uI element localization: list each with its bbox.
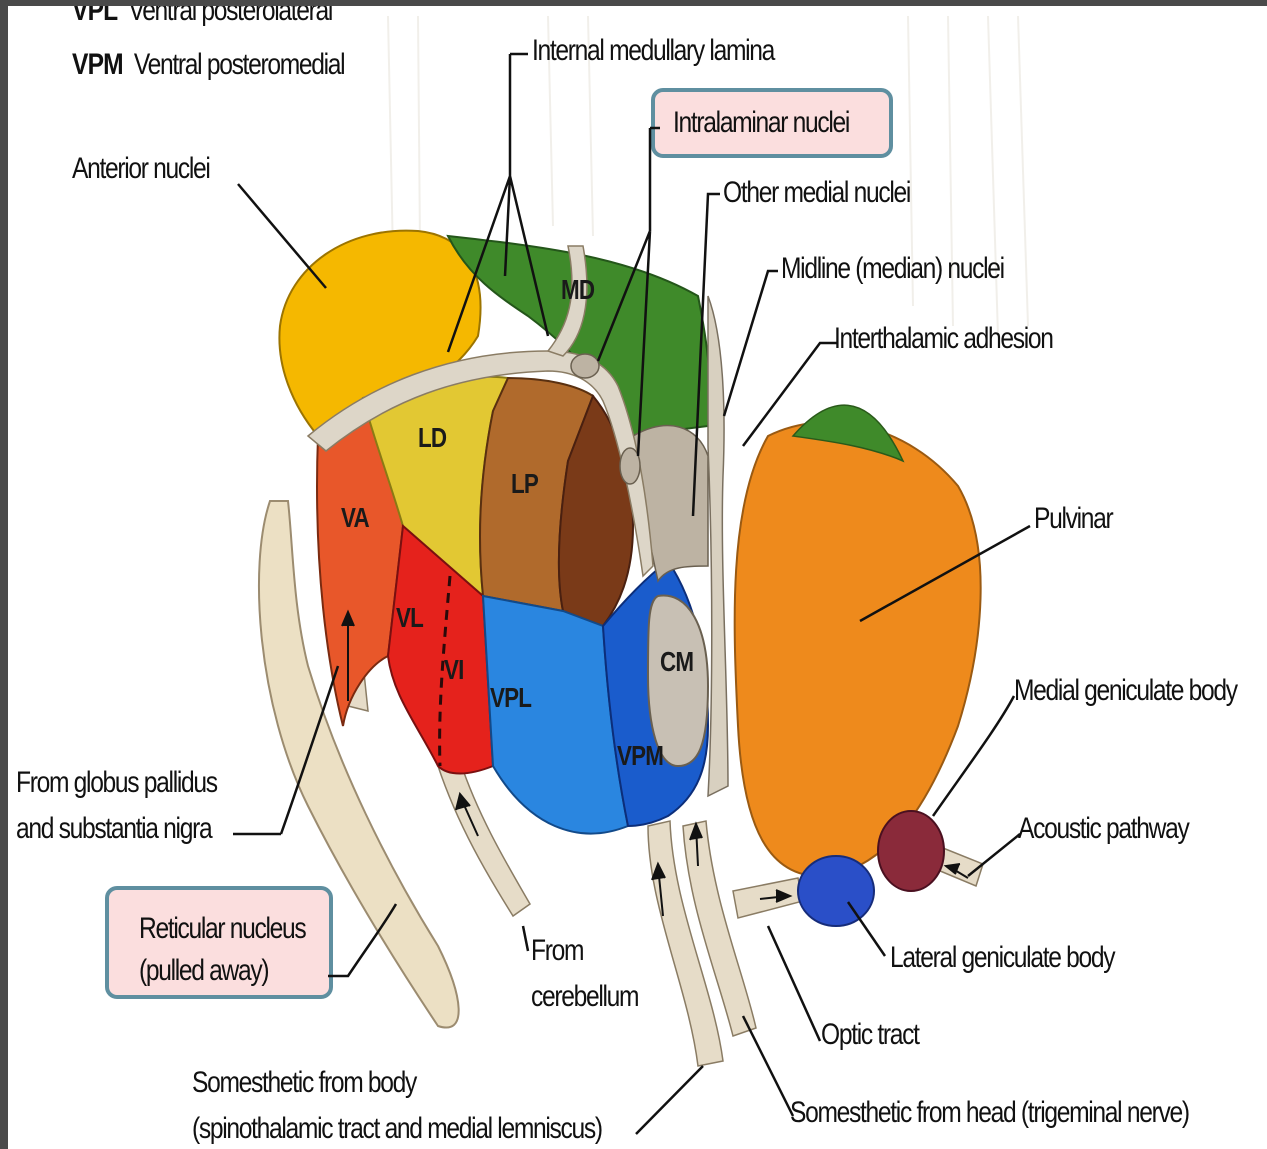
lateral-geniculate-shape [798,856,874,926]
intralaminar-oval-upper [571,354,599,378]
label-intralaminar-nuclei: Intralaminar nuclei [673,106,849,140]
label-somesthetic-body-line2: (spinothalamic tract and medial lemniscu… [192,1112,602,1146]
label-from-globus-line2: and substantia nigra [16,812,211,846]
nucleus-label-cm: CM [660,646,693,678]
nucleus-label-vpm: VPM [617,740,663,772]
label-reticular-line1: Reticular nucleus [139,912,305,946]
midline-strip [708,296,728,796]
nucleus-label-vl: VL [396,602,423,634]
label-from-cerebellum-line1: From [531,934,583,968]
legend-name-vpl: Ventral posterolateral [128,6,332,27]
label-pulvinar: Pulvinar [1034,502,1112,536]
label-from-globus-line1: From globus pallidus [16,766,217,800]
nucleus-label-vpl: VPL [490,682,531,714]
label-internal-medullary-lamina: Internal medullary lamina [532,34,774,68]
nucleus-label-va: VA [341,502,369,534]
label-interthalamic-adhesion: Interthalamic adhesion [834,322,1053,356]
label-midline-nuclei: Midline (median) nuclei [781,252,1004,286]
legend-row-vpm: VPM Ventral posteromedial [72,48,344,82]
label-somesthetic-body-line1: Somesthetic from body [192,1066,416,1100]
label-reticular-line2: (pulled away) [139,954,268,988]
label-lateral-geniculate: Lateral geniculate body [890,941,1114,975]
label-other-medial-nuclei: Other medial nuclei [723,176,910,210]
medial-geniculate-shape [878,811,944,891]
legend-name-vpm: Ventral posteromedial [134,48,344,81]
label-from-cerebellum-line2: cerebellum [531,980,638,1014]
nucleus-label-vi: VI [444,654,464,686]
legend-abbr-vpm: VPM [72,48,123,81]
legend-row-vpl: VPL Ventral posterolateral [72,6,332,28]
nucleus-label-md: MD [561,274,594,306]
nucleus-label-lp: LP [511,468,538,500]
label-somesthetic-head: Somesthetic from head (trigeminal nerve) [790,1096,1189,1130]
legend-abbr-vpl: VPL [72,6,117,27]
pulvinar-shape [735,422,981,876]
nucleus-label-ld: LD [418,422,446,454]
label-anterior-nuclei: Anterior nuclei [72,152,210,186]
thalamus-diagram: VPL Ventral posterolateral VPM Ventral p… [8,6,1267,1149]
label-acoustic-pathway: Acoustic pathway [1018,812,1188,846]
label-medial-geniculate: Medial geniculate body [1014,674,1237,708]
label-optic-tract: Optic tract [821,1018,919,1052]
